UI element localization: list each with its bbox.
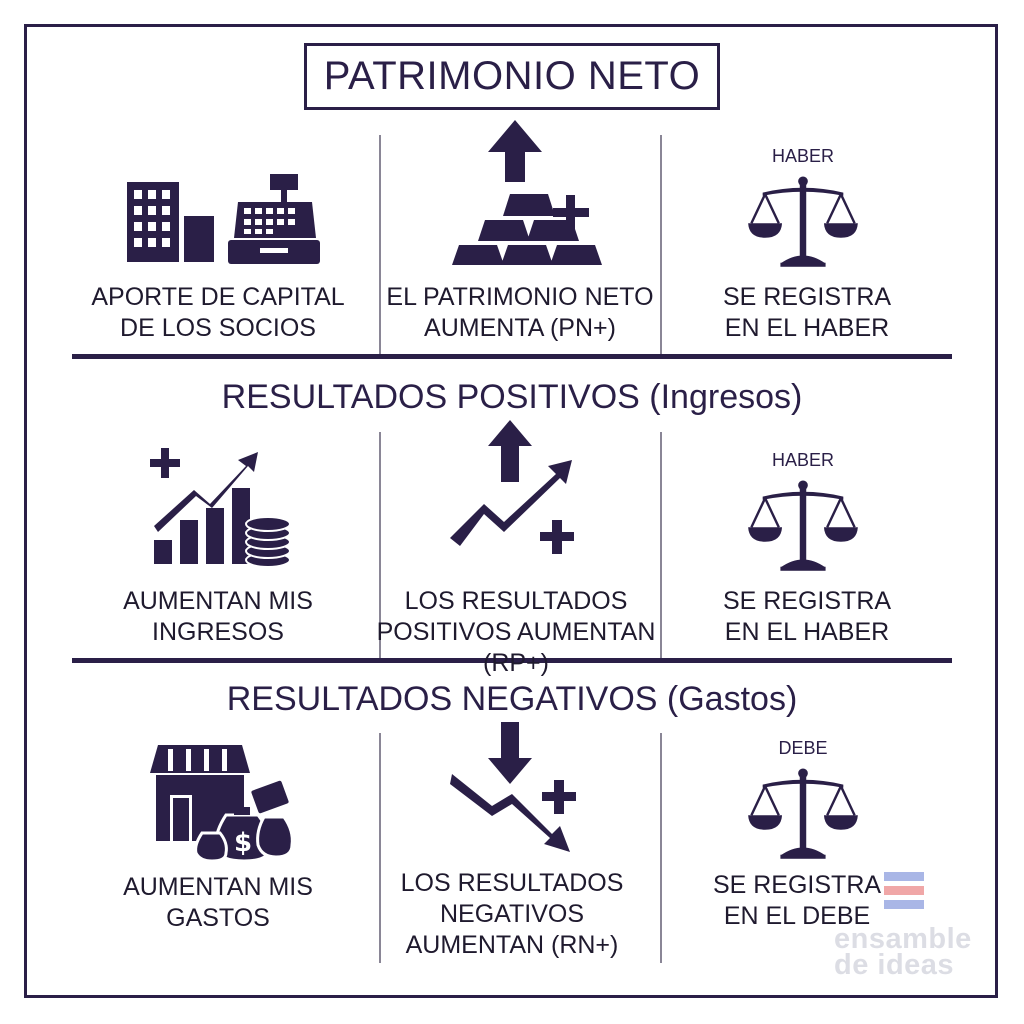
scale-label: HABER xyxy=(771,450,834,470)
section-heading-positive: RESULTADOS POSITIVOS (Ingresos) xyxy=(221,378,803,416)
cell-text-pn-increase: EL PATRIMONIO NETO AUMENTA (PN+) xyxy=(386,283,654,342)
balance-scale-icon xyxy=(746,175,860,268)
watermark-text: ensamble de ideas xyxy=(834,923,972,981)
section-divider xyxy=(72,658,952,663)
page-title: PATRIMONIO NETO xyxy=(304,43,720,110)
watermark-logo-icon xyxy=(884,872,924,909)
section-heading-negative: RESULTADOS NEGATIVOS (Gastos) xyxy=(226,680,798,718)
cell-text-expenses-increase: AUMENTAN MIS GASTOS xyxy=(123,873,313,932)
gold-bars-up-arrow-icon xyxy=(452,120,602,265)
cell-text-register-haber: SE REGISTRA EN EL HABER xyxy=(722,587,892,646)
column-divider xyxy=(660,135,662,355)
column-divider xyxy=(379,135,381,355)
cell-text-rn-increase: LOS RESULTADOS NEGATIVOS AUMENTAN (RN+) xyxy=(400,869,624,959)
scale-label: DEBE xyxy=(778,738,828,758)
column-divider xyxy=(379,733,381,963)
section-divider xyxy=(72,354,952,359)
rising-chart-coins-icon xyxy=(150,448,291,568)
balance-scale-icon xyxy=(746,479,860,572)
trend-down-arrow-plus-icon xyxy=(450,722,576,852)
cell-text-capital-contribution: APORTE DE CAPITAL DE LOS SOCIOS xyxy=(91,283,345,342)
column-divider xyxy=(379,432,381,658)
column-divider xyxy=(660,432,662,658)
building-cash-register-icon xyxy=(127,174,320,264)
balance-scale-icon xyxy=(746,767,860,860)
trend-up-arrow-plus-icon xyxy=(450,420,574,554)
column-divider xyxy=(660,733,662,963)
cell-text-income-increase: AUMENTAN MIS INGRESOS xyxy=(123,587,313,646)
outer-frame xyxy=(24,24,998,998)
scale-label: HABER xyxy=(771,146,834,166)
cell-text-rp-increase: LOS RESULTADOS POSITIVOS AUMENTAN (RP+) xyxy=(376,587,656,677)
store-money-bags-icon: $ xyxy=(150,745,294,863)
cell-text-register-debe: SE REGISTRA EN EL DEBE xyxy=(712,871,882,930)
cell-text-register-haber: SE REGISTRA EN EL HABER xyxy=(722,283,892,342)
svg-text:$: $ xyxy=(234,828,252,858)
